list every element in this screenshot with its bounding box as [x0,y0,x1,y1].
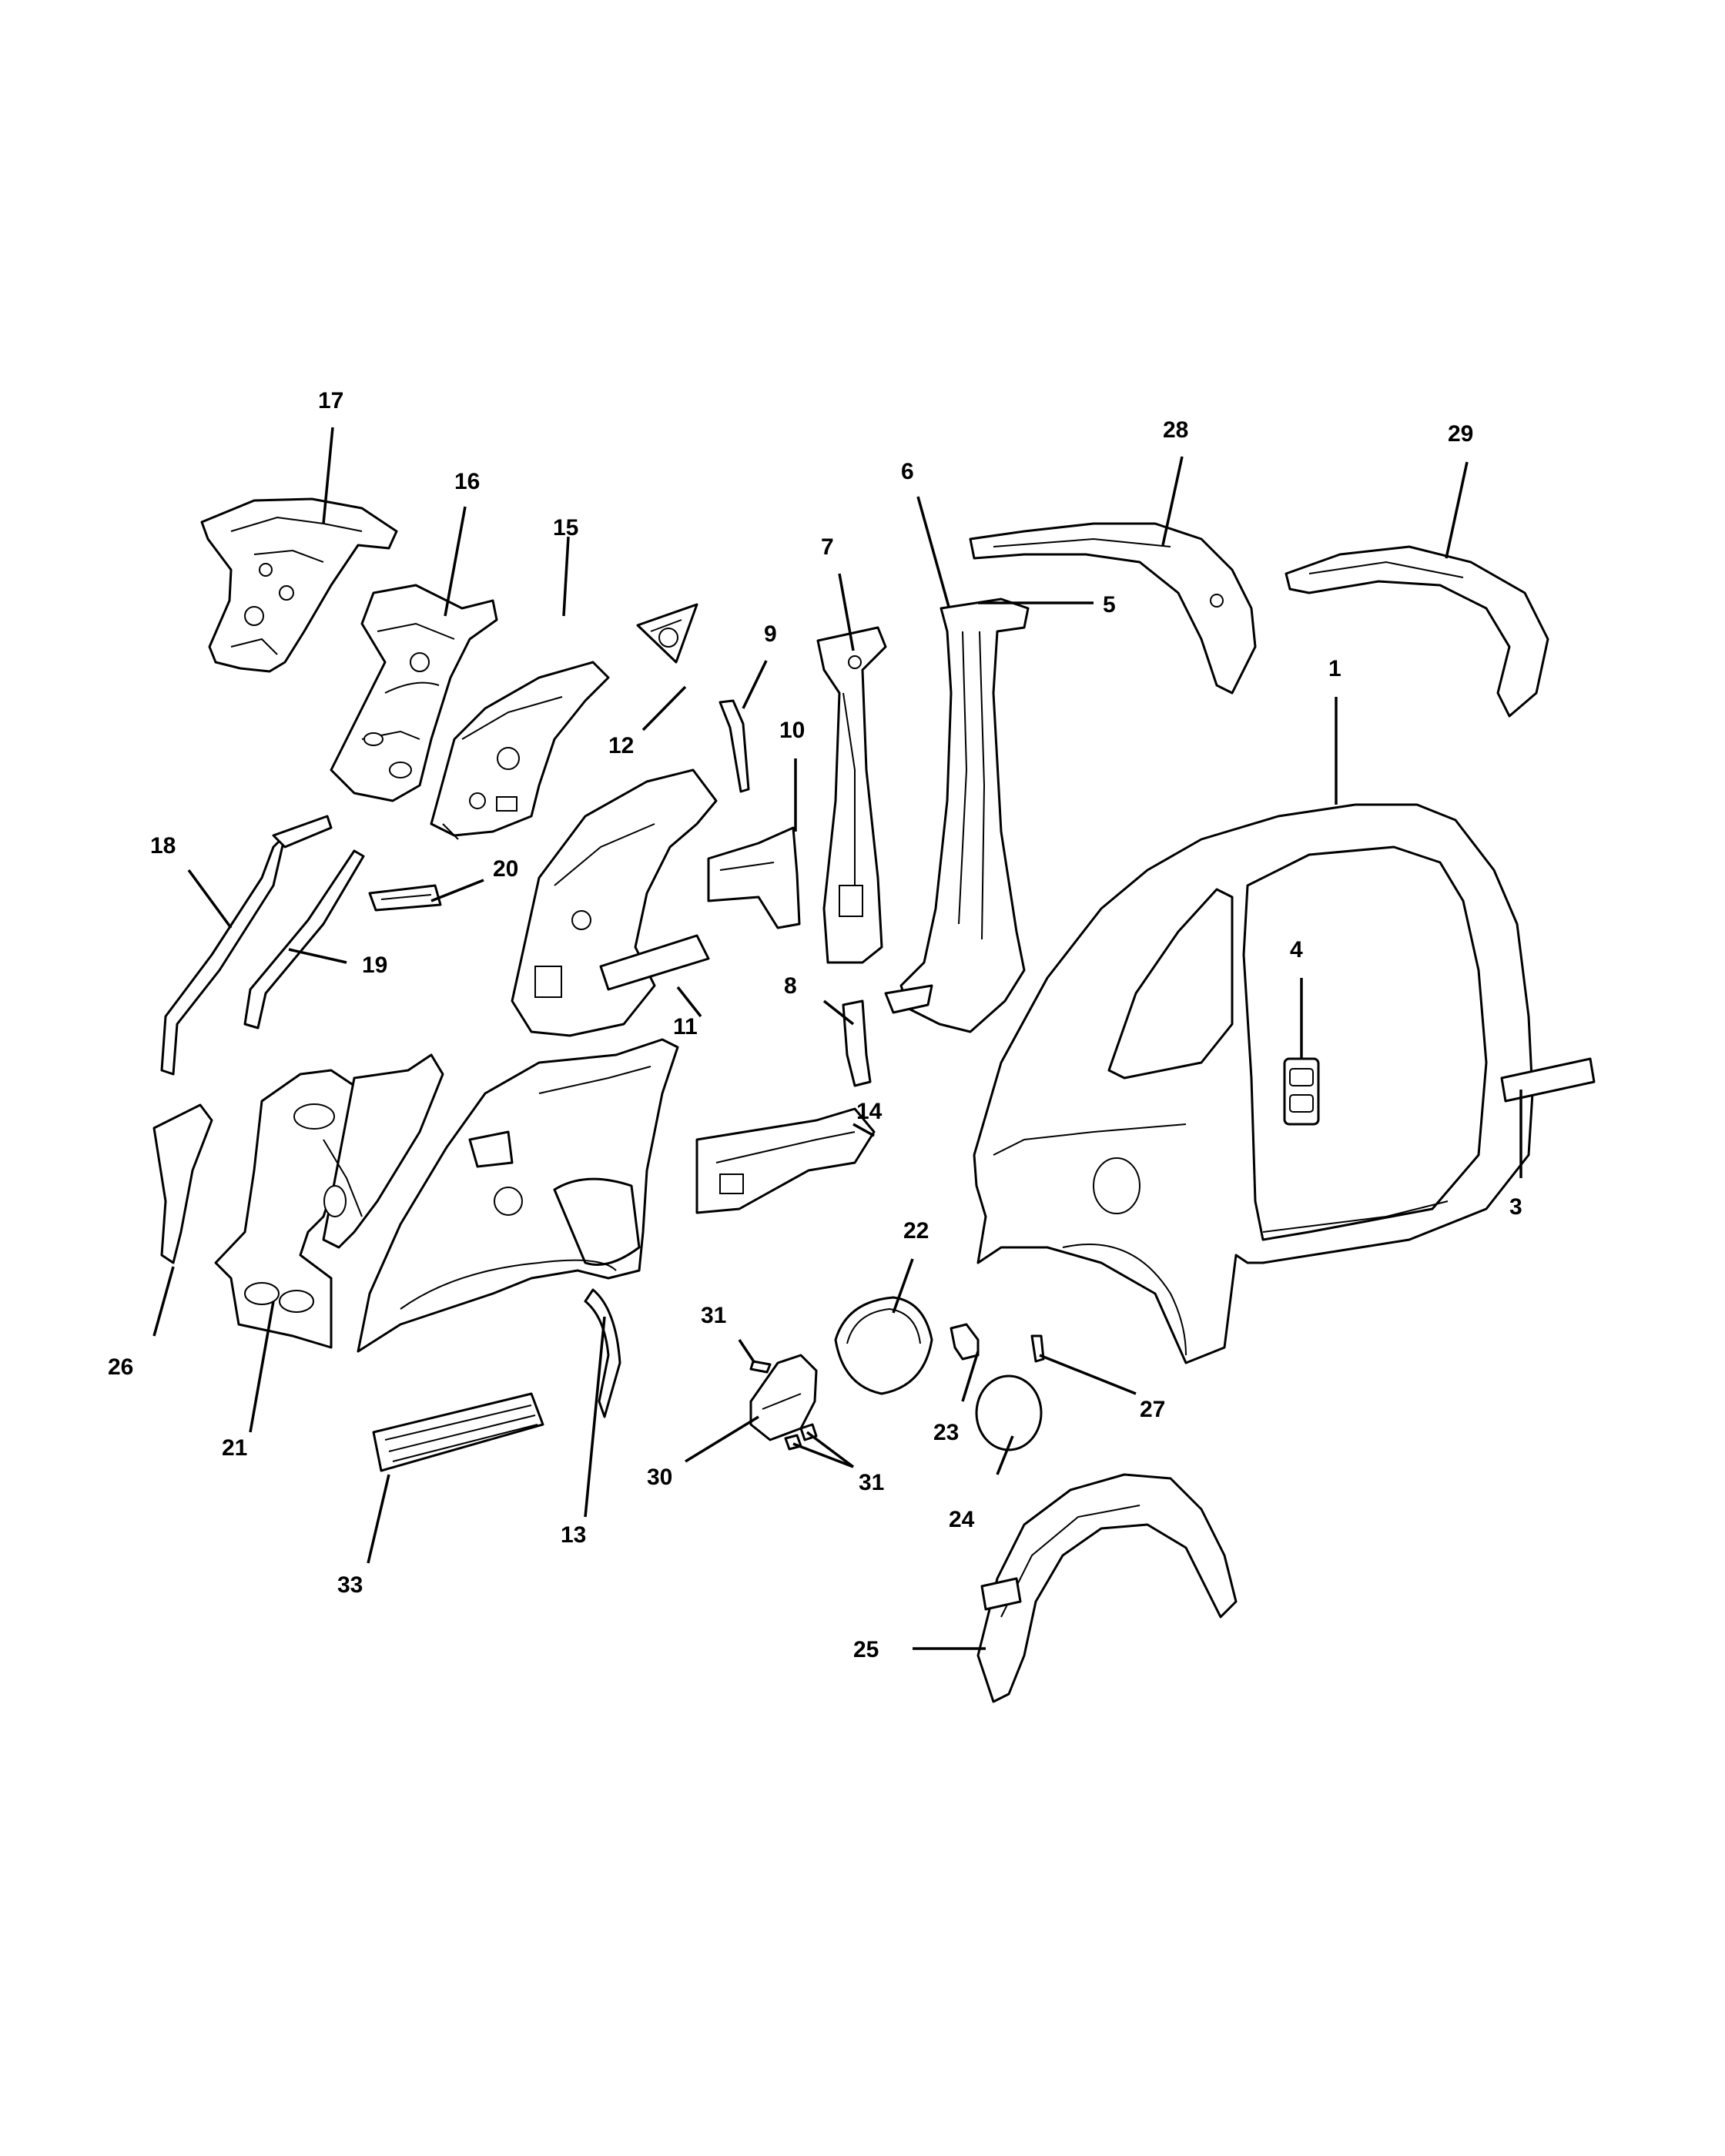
part-13-drawing [357,1038,679,1418]
part-3-drawing [1500,1057,1596,1103]
part-27-drawing [1030,1334,1045,1363]
callout-21: 21 [222,1435,247,1461]
part-17-drawing [200,497,398,673]
part-22-drawing [834,1296,933,1395]
callout-1: 1 [1328,656,1341,681]
callout-3: 3 [1509,1194,1522,1220]
leader-lines [152,427,1522,1650]
part-8-drawing [842,999,872,1087]
part-30-drawing [749,1354,818,1441]
part-12-drawing [636,603,698,664]
part-21-drawing [214,1053,444,1349]
part-16-drawing [330,584,498,802]
part-9-drawing [718,699,750,793]
callout-10: 10 [779,718,805,743]
callout-5: 5 [1103,592,1116,618]
callout-29: 29 [1448,421,1473,447]
callout-17: 17 [318,388,343,413]
callout-11: 11 [673,1014,698,1040]
part-11-drawing [511,768,718,1037]
part-25-drawing [976,1473,1238,1703]
callout-25: 25 [853,1637,879,1662]
callout-6: 6 [901,459,914,484]
part-10-drawing [707,826,801,929]
part-7-drawing [816,626,887,964]
part-1-drawing [973,803,1534,1364]
part-26-drawing [152,1103,213,1264]
part-6-drawing [884,598,1030,1033]
part-4-drawing [1283,1057,1320,1126]
callout-22: 22 [903,1218,929,1244]
callout-7: 7 [821,534,834,560]
callout-9: 9 [764,621,777,647]
part-24-drawing [975,1374,1043,1451]
callout-14: 14 [856,1099,883,1124]
callout-20: 20 [493,856,518,882]
callout-13: 13 [561,1522,586,1548]
callout-18: 18 [150,833,176,859]
part-19-drawing [243,849,365,1029]
callout-28: 28 [1163,417,1188,443]
callout-labels: 1 3 4 5 6 7 8 9 10 11 12 13 14 16 15 17 … [108,388,1522,1662]
callout-24: 24 [949,1507,975,1532]
part-29-drawing [1285,545,1549,718]
part-28-drawing [969,522,1257,695]
callout-31b: 31 [859,1470,884,1495]
part-14-drawing [695,1107,876,1214]
callout-30: 30 [647,1465,672,1490]
callout-23: 23 [933,1420,959,1445]
part-15-drawing [430,661,610,840]
callout-33: 33 [337,1572,363,1598]
part-23-drawing [950,1323,980,1361]
part-18-drawing [160,815,333,1076]
callout-27: 27 [1140,1397,1165,1422]
callout-15: 15 [553,515,578,541]
callout-16: 16 [454,469,480,494]
part-33-drawing [372,1392,544,1472]
callout-31: 31 [701,1303,726,1328]
callout-26: 26 [108,1354,133,1380]
callout-4: 4 [1290,937,1303,962]
part-20-drawing [368,884,442,912]
callout-8: 8 [784,973,797,999]
callout-19: 19 [362,952,387,978]
callout-12: 12 [608,733,634,758]
